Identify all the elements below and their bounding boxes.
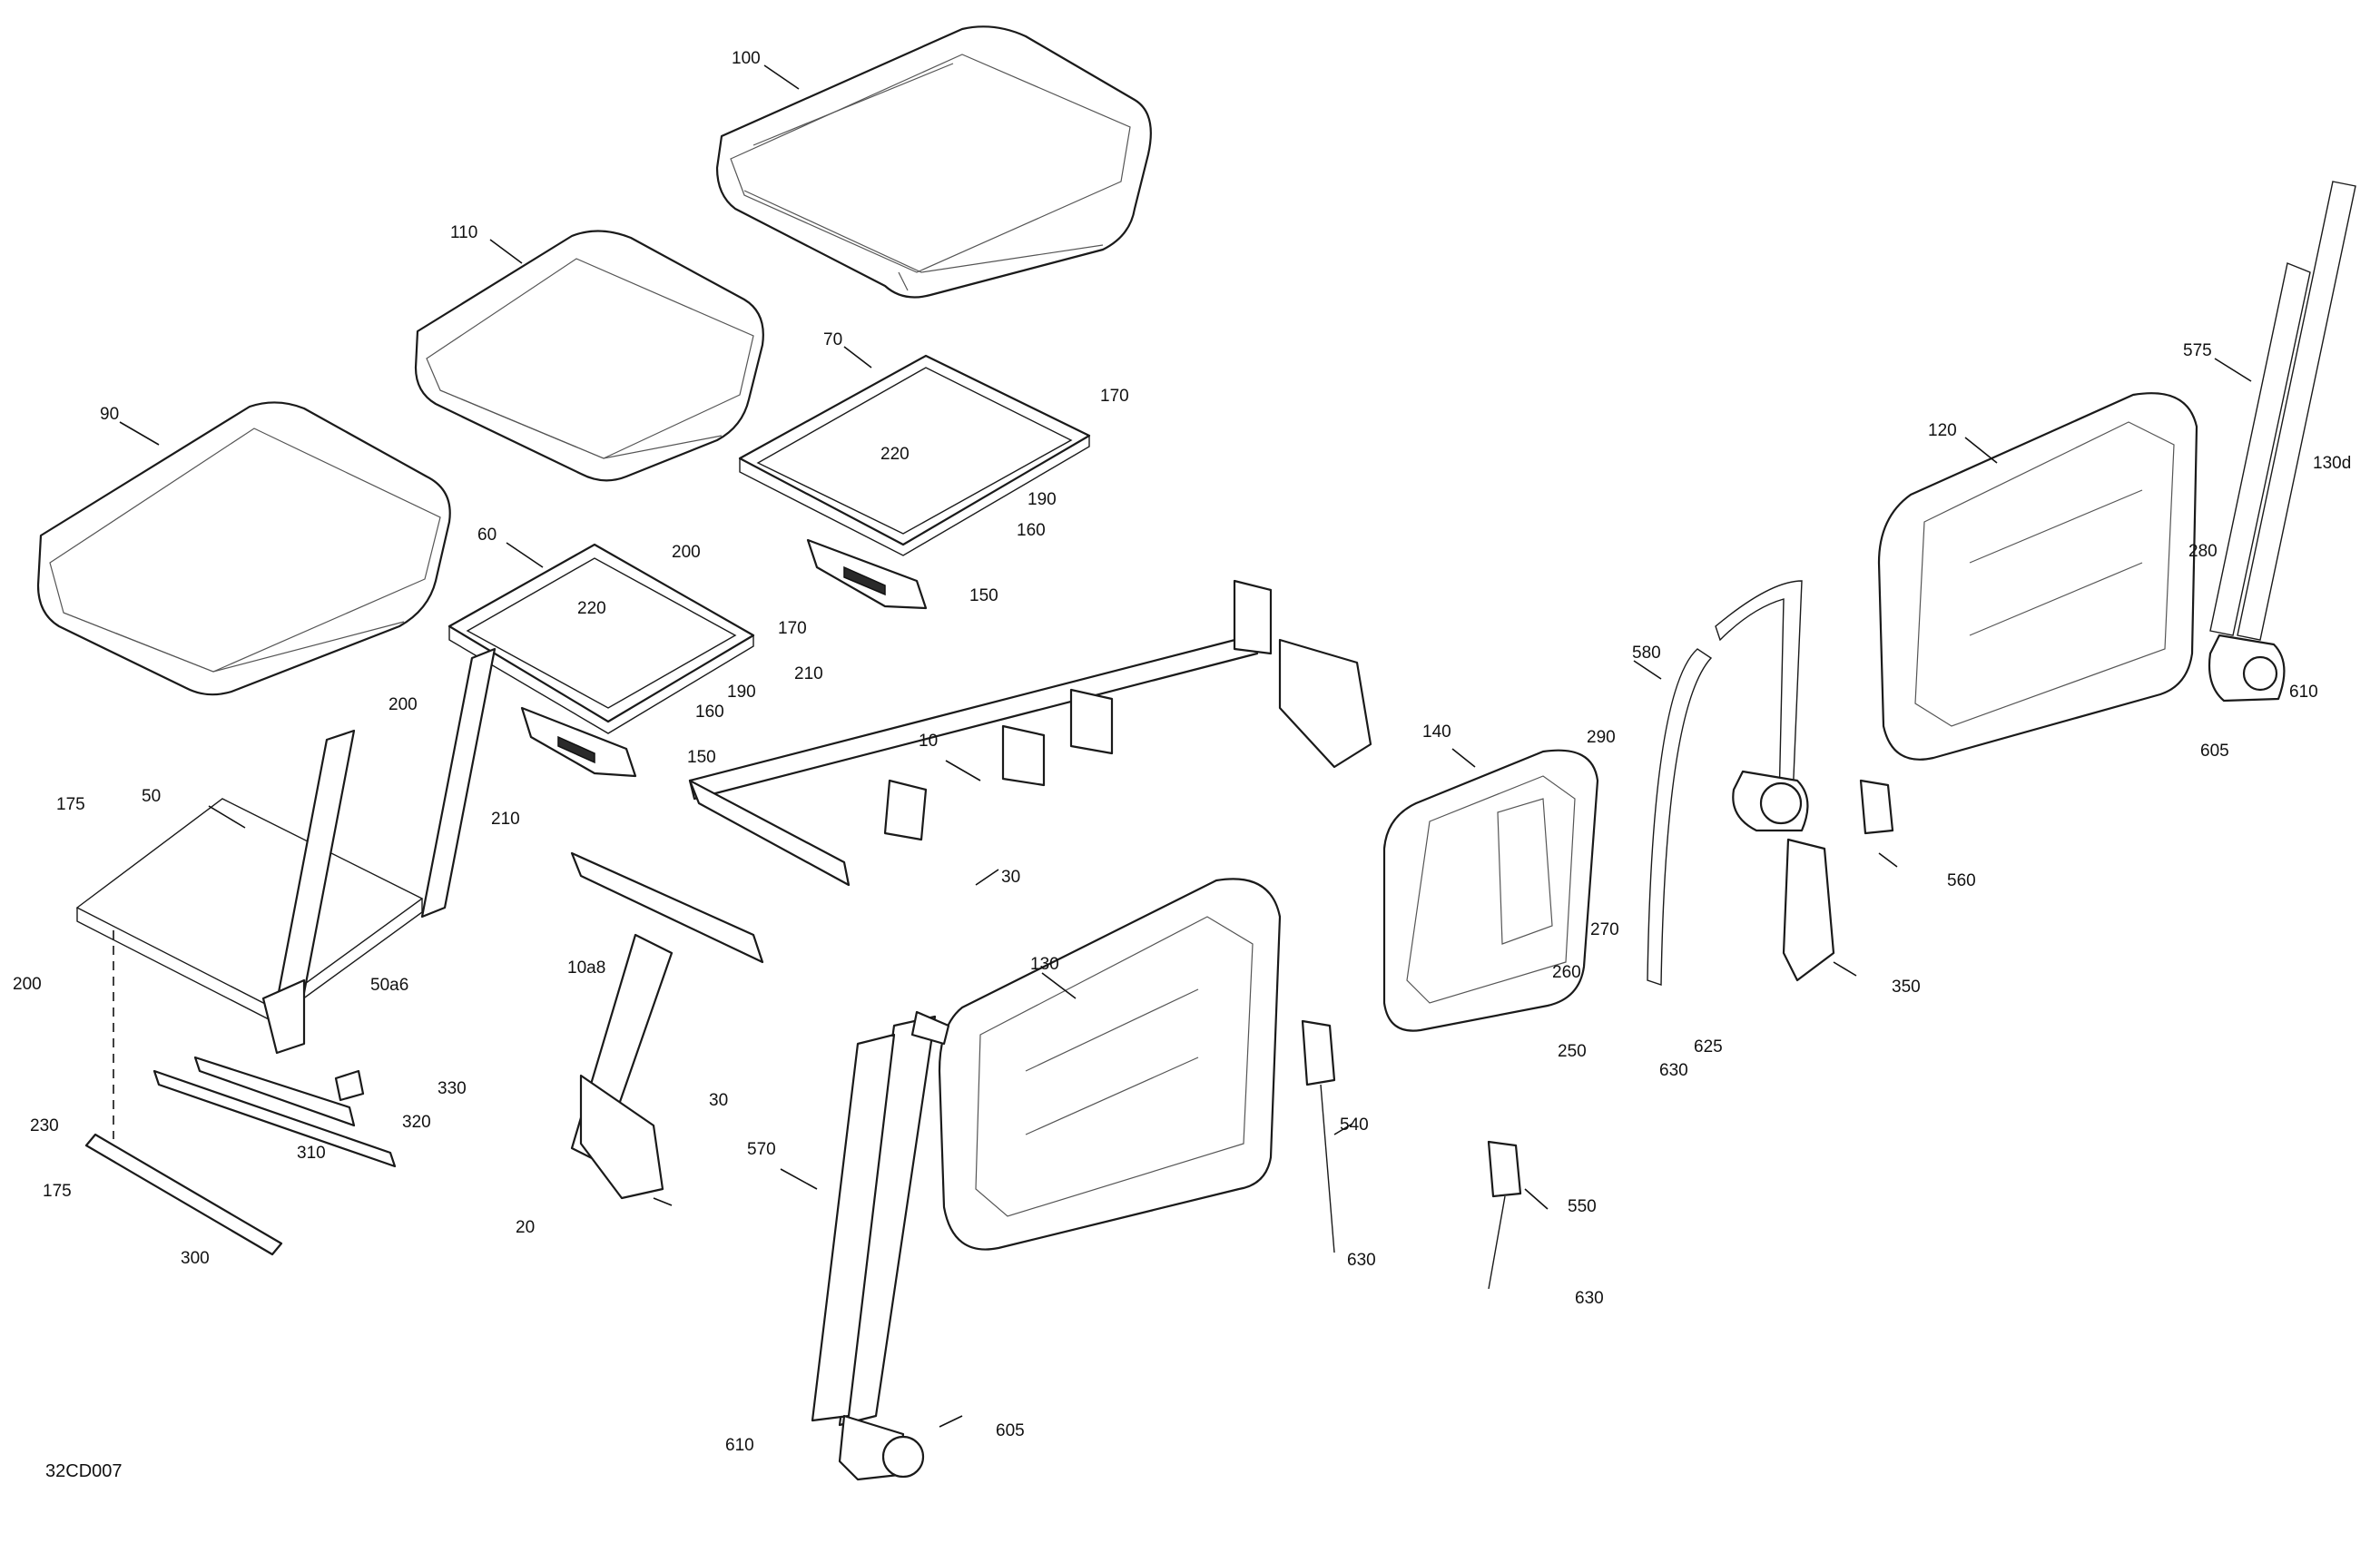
callout-130: 130	[1030, 955, 1059, 974]
seat-frame-50	[75, 647, 497, 1055]
seat-belt-580	[1647, 580, 1809, 986]
callout-170: 170	[1100, 387, 1129, 406]
callout-175: 175	[56, 795, 85, 814]
callout-550: 550	[1568, 1197, 1597, 1216]
callout-210: 210	[491, 810, 520, 829]
callout-250: 250	[1558, 1042, 1587, 1061]
callout-540: 540	[1340, 1115, 1369, 1135]
slide-bracket-150b	[520, 706, 637, 778]
callout-175: 175	[43, 1182, 72, 1201]
seat-cushion-110	[414, 230, 764, 482]
callout-150: 150	[687, 748, 716, 767]
callout-270: 270	[1590, 920, 1619, 939]
callout-220: 220	[577, 599, 606, 618]
callout-330: 330	[438, 1079, 467, 1098]
callout-610: 610	[2289, 683, 2318, 702]
callout-20: 20	[516, 1218, 535, 1237]
callout-200: 200	[388, 695, 418, 714]
buckles-540-550-560	[1301, 779, 1894, 1290]
seat-cushion-100	[715, 25, 1152, 299]
callout-140: 140	[1422, 722, 1451, 742]
callout-120: 120	[1928, 421, 1957, 440]
callout-150: 150	[969, 586, 998, 605]
callout-570: 570	[747, 1140, 776, 1159]
seat-belt-570	[811, 1010, 950, 1481]
callout-190: 190	[1028, 490, 1057, 509]
callout-290: 290	[1587, 728, 1616, 747]
callout-630: 630	[1659, 1061, 1688, 1080]
callout-310: 310	[297, 1144, 326, 1163]
callout-630: 630	[1347, 1251, 1376, 1270]
callout-200: 200	[13, 975, 42, 994]
callout-630: 630	[1575, 1289, 1604, 1308]
callout-560: 560	[1947, 871, 1976, 890]
callout-580: 580	[1632, 644, 1661, 663]
callout-50a6: 50a6	[370, 976, 408, 995]
callout-300: 300	[181, 1249, 210, 1268]
seat-belt-575	[2208, 181, 2356, 703]
callout-labels: 100 110 90 70 170 220 190 160 200 150 21…	[13, 49, 2351, 1455]
callout-200: 200	[672, 543, 701, 562]
callout-60: 60	[477, 526, 497, 545]
seat-back-130	[938, 878, 1282, 1251]
callout-230: 230	[30, 1116, 59, 1135]
drawing-code: 32CD007	[45, 1461, 123, 1481]
callout-220: 220	[880, 445, 910, 464]
callout-610: 610	[725, 1436, 754, 1455]
callout-320: 320	[402, 1113, 431, 1132]
callout-280: 280	[2188, 542, 2218, 561]
leader-lines	[119, 64, 2252, 1428]
main-frame-10	[570, 579, 1372, 1200]
seat-back-140	[1382, 749, 1599, 1032]
seat-frame-70	[738, 354, 1091, 556]
callout-170: 170	[778, 619, 807, 638]
callout-350: 350	[1892, 978, 1921, 997]
callout-575: 575	[2183, 341, 2212, 360]
callout-210: 210	[794, 664, 823, 683]
seat-back-120	[1877, 392, 2198, 761]
callout-70: 70	[823, 330, 842, 349]
callout-110: 110	[450, 223, 477, 242]
callout-90: 90	[100, 405, 119, 424]
rails-310-320-300	[84, 930, 397, 1256]
callout-190: 190	[727, 683, 756, 702]
callout-130d: 130d	[2313, 454, 2351, 473]
callout-605: 605	[996, 1421, 1025, 1440]
callout-10: 10	[919, 732, 938, 751]
callout-100: 100	[732, 49, 761, 68]
seat-frame-60	[447, 543, 755, 734]
seat-cushion-90	[36, 401, 451, 696]
callout-10a8: 10a8	[567, 958, 605, 978]
callout-30: 30	[1001, 868, 1020, 887]
callout-605: 605	[2200, 742, 2229, 761]
callout-160: 160	[695, 703, 724, 722]
callout-30: 30	[709, 1091, 728, 1110]
callout-260: 260	[1552, 963, 1581, 982]
callout-50: 50	[142, 787, 161, 806]
callout-625: 625	[1694, 1037, 1723, 1057]
callout-160: 160	[1017, 521, 1046, 540]
slide-bracket-150a	[806, 538, 928, 610]
